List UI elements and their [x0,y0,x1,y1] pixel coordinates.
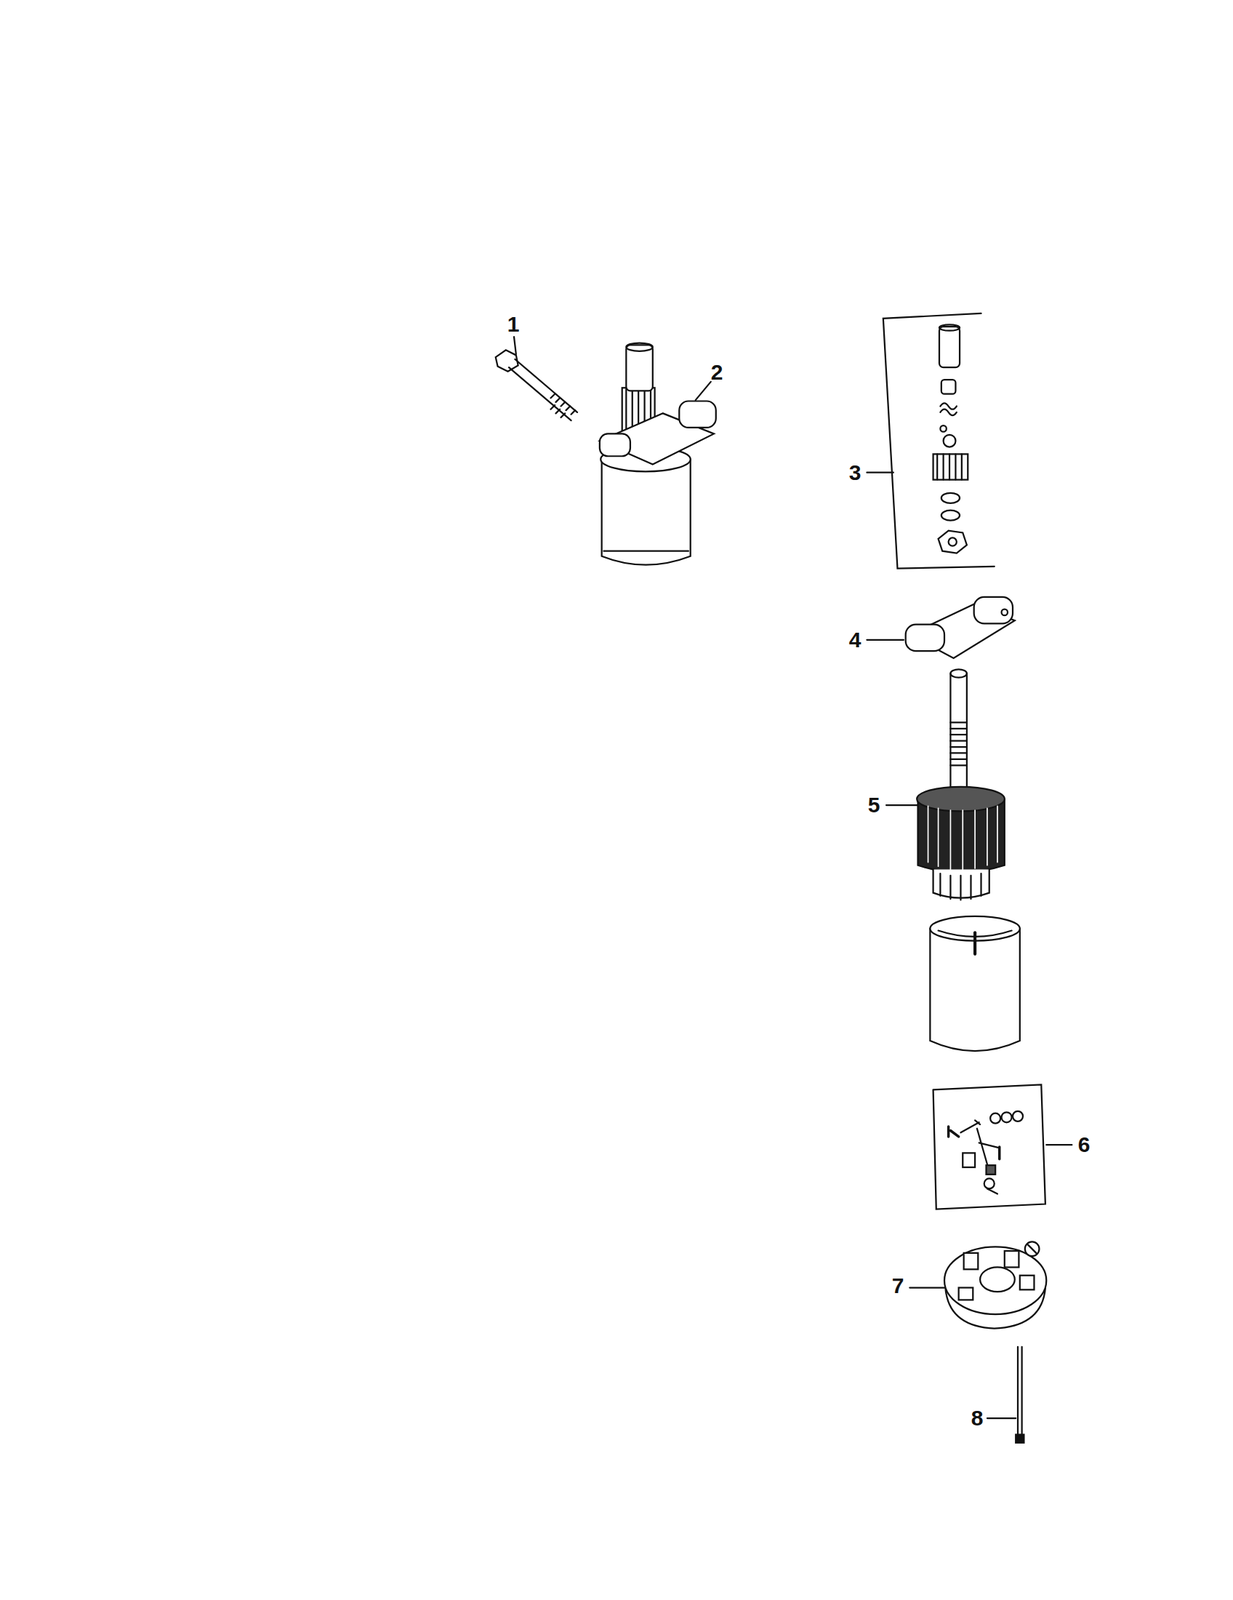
callout-number: 4 [849,628,862,651]
brush-kit [933,1083,1046,1209]
leader-lines [513,336,1072,1418]
drive-kit [883,313,995,569]
brush-plate [944,1240,1047,1328]
bolt [495,349,578,421]
callout-number: 5 [868,793,881,816]
callout-number: 8 [971,1406,984,1429]
callout-number: 6 [1078,1133,1091,1156]
starter-assembly [599,343,717,565]
callout-number: 1 [507,313,520,336]
frame-housing [929,916,1020,1051]
end-bracket [905,596,1015,658]
callout-number: 2 [711,361,724,384]
callout-number: 3 [849,461,862,484]
armature [916,668,1005,900]
through-bolt [1015,1346,1024,1443]
callout-number: 7 [892,1274,905,1297]
